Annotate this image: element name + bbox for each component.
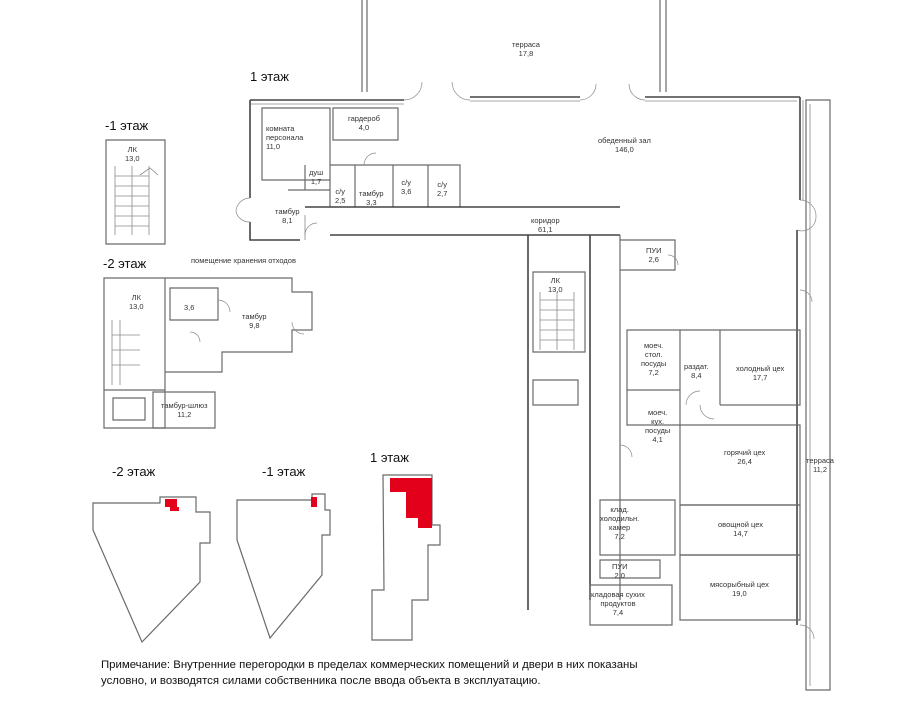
floor-minus2-heading: -2 этаж bbox=[103, 256, 147, 271]
highlight-minus2 bbox=[165, 499, 177, 507]
floor1-heading: 1 этаж bbox=[250, 69, 289, 84]
room-waste-title: помещение хранения отходов bbox=[191, 256, 296, 265]
floor-minus1-heading: -1 этаж bbox=[105, 118, 149, 133]
floor-minus1-plan bbox=[105, 139, 166, 245]
key-plan-minus2-heading: -2 этаж bbox=[112, 464, 156, 479]
key-plan-floor1-heading: 1 этаж bbox=[370, 450, 409, 465]
key-plan-minus1-heading: -1 этаж bbox=[262, 464, 306, 479]
footnote: Примечание: Внутренние перегородки в пре… bbox=[101, 657, 638, 689]
footnote-line1: Примечание: Внутренние перегородки в пре… bbox=[101, 659, 638, 671]
footnote-line2: условно, и возводятся силами собственник… bbox=[101, 675, 541, 687]
floor1-plan bbox=[235, 0, 831, 691]
floor-minus2-plan bbox=[103, 277, 313, 429]
key-plan-minus2 bbox=[92, 496, 211, 644]
highlight-minus1 bbox=[311, 497, 317, 507]
key-plan-minus1 bbox=[236, 493, 331, 640]
highlight-floor1 bbox=[390, 478, 432, 528]
room-waste-area: 3,6 bbox=[184, 303, 195, 312]
room-serving: раздат.8,4 bbox=[684, 362, 709, 380]
key-plan-floor1 bbox=[371, 474, 441, 641]
